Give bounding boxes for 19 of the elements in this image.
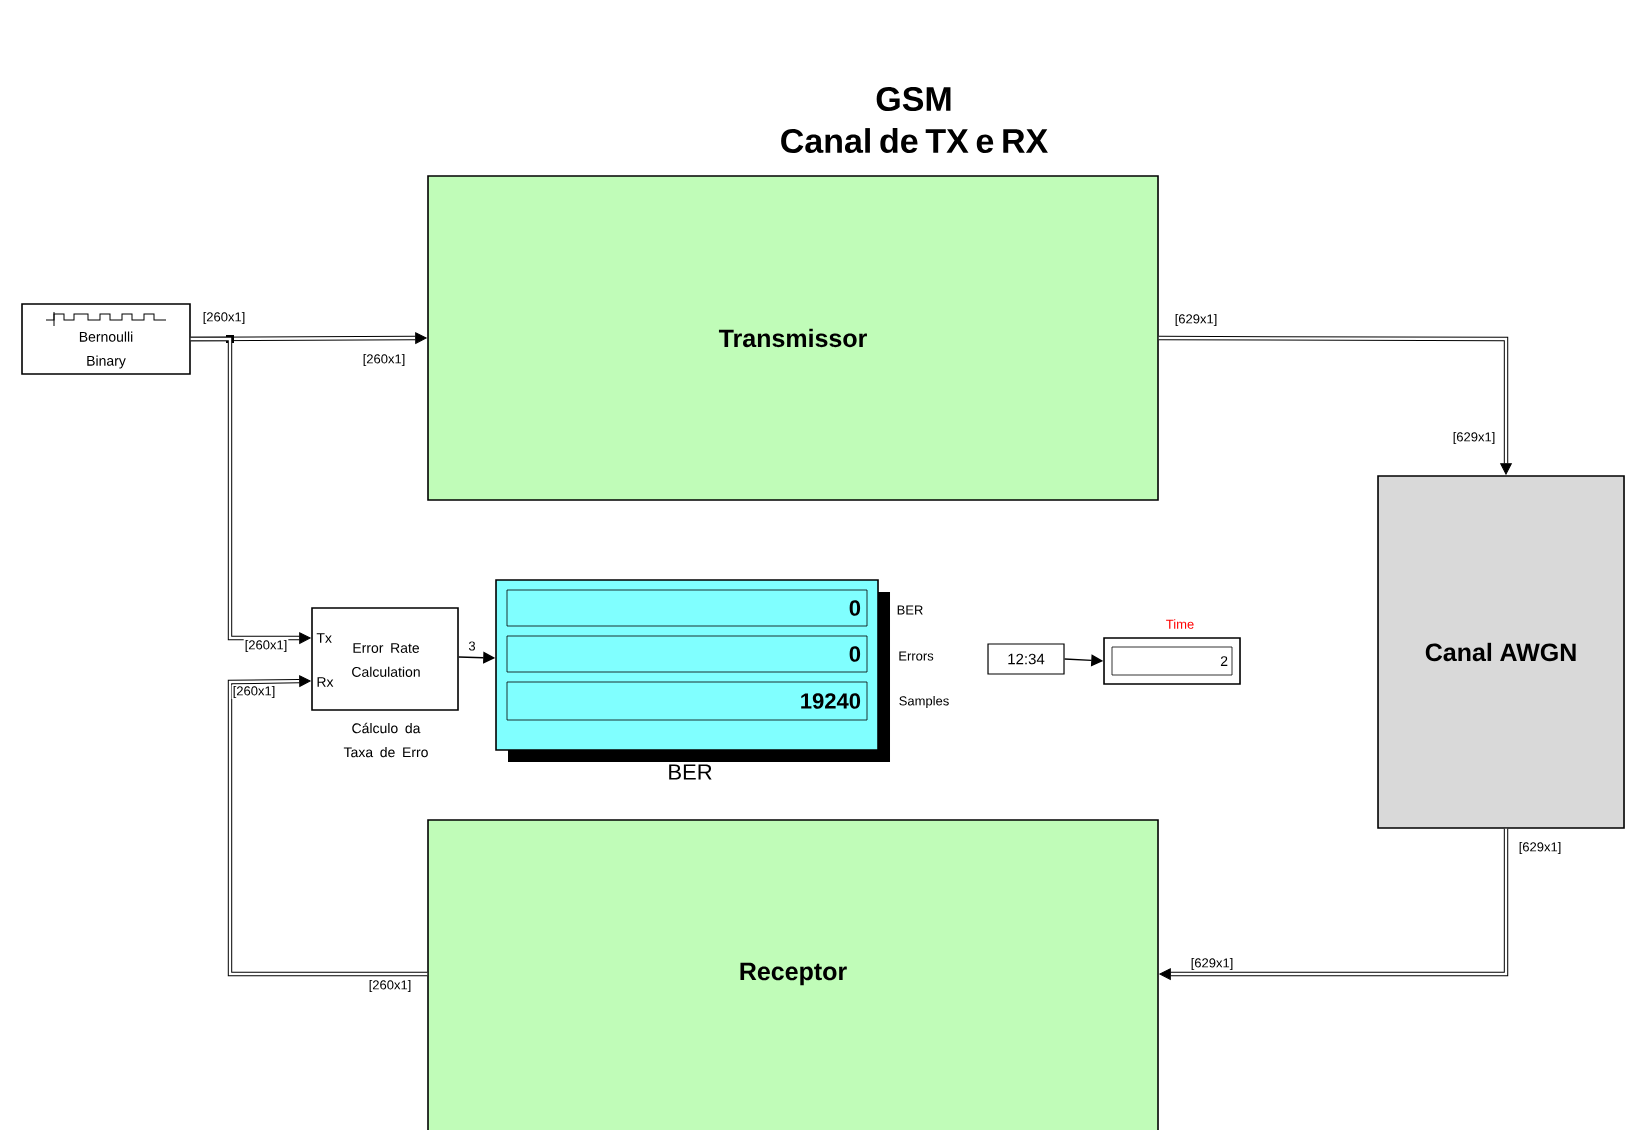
calculation-block <box>311 607 459 711</box>
connector <box>227 675 428 977</box>
connector <box>190 336 311 644</box>
subsystem-block <box>1377 475 1625 829</box>
subsystem-block <box>427 819 1159 1130</box>
subsystem-block <box>427 175 1159 501</box>
display-field: 0 <box>506 635 868 673</box>
block-title: Transmissor <box>718 328 867 348</box>
title: GSM Canal de TX e RX <box>781 86 1048 154</box>
source-block <box>21 303 191 375</box>
display-field: 19240 <box>506 681 868 721</box>
block-title: Canal AWGN <box>1425 642 1576 662</box>
block-title: Receptor <box>740 962 847 986</box>
display-field: 0 <box>506 589 868 627</box>
block-caption: BER <box>669 764 712 780</box>
connector <box>1159 828 1509 980</box>
display-block <box>495 579 890 762</box>
connector <box>1158 335 1512 475</box>
display-block <box>1103 637 1241 685</box>
